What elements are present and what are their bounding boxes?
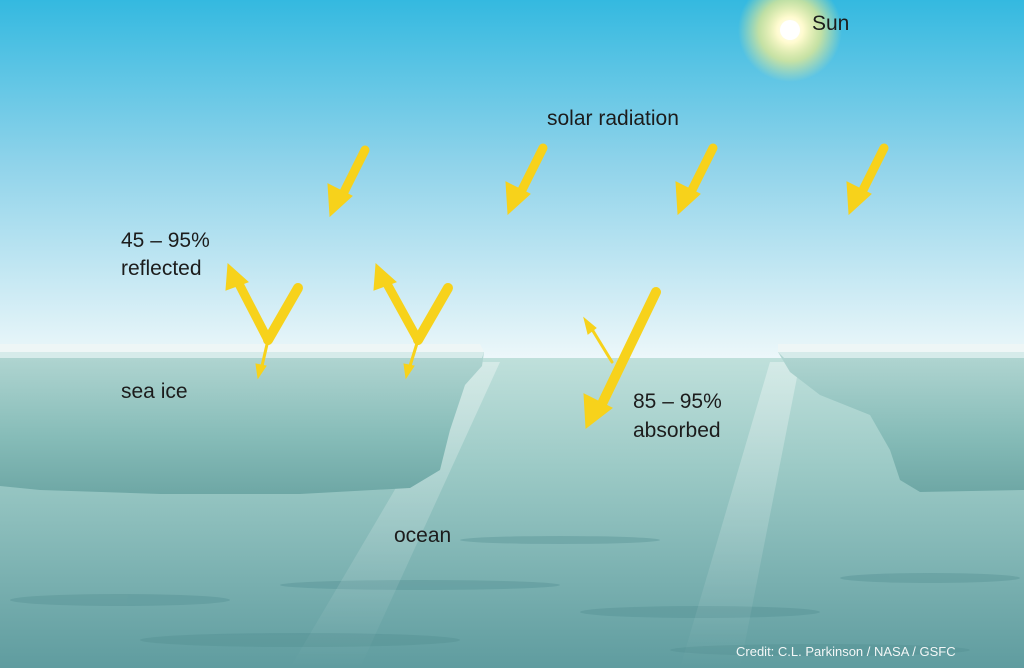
ocean-waves: [10, 536, 1020, 656]
sun-label: Sun: [812, 12, 850, 35]
light-beam: [680, 362, 800, 668]
ice-floe-right: [778, 344, 1024, 492]
absorbed-label: absorbed: [633, 419, 721, 442]
reflected-percent-label: 45 – 95%: [121, 229, 210, 252]
sun-icon: [738, 0, 842, 82]
incoming-ray: [675, 143, 718, 216]
reflected-ray: [225, 262, 303, 380]
absorbed-percent-label: 85 – 95%: [633, 390, 722, 413]
incoming-ray: [327, 145, 370, 218]
sun-core: [780, 20, 800, 40]
sky: [0, 0, 1024, 362]
credit-text: Credit: C.L. Parkinson / NASA / GSFC: [736, 644, 956, 659]
solar-radiation-label: solar radiation: [547, 107, 679, 130]
incoming-ray: [846, 143, 889, 216]
incoming-rays: [327, 143, 889, 218]
sea-ice-label: sea ice: [121, 380, 188, 403]
incoming-ray: [505, 143, 548, 216]
reflected-rays: [225, 262, 453, 380]
absorbed-ray: [583, 287, 661, 429]
ocean-label: ocean: [394, 524, 452, 547]
ice-floe-left: [0, 344, 484, 494]
reflected-ray: [373, 262, 453, 380]
reflected-label: reflected: [121, 257, 202, 280]
